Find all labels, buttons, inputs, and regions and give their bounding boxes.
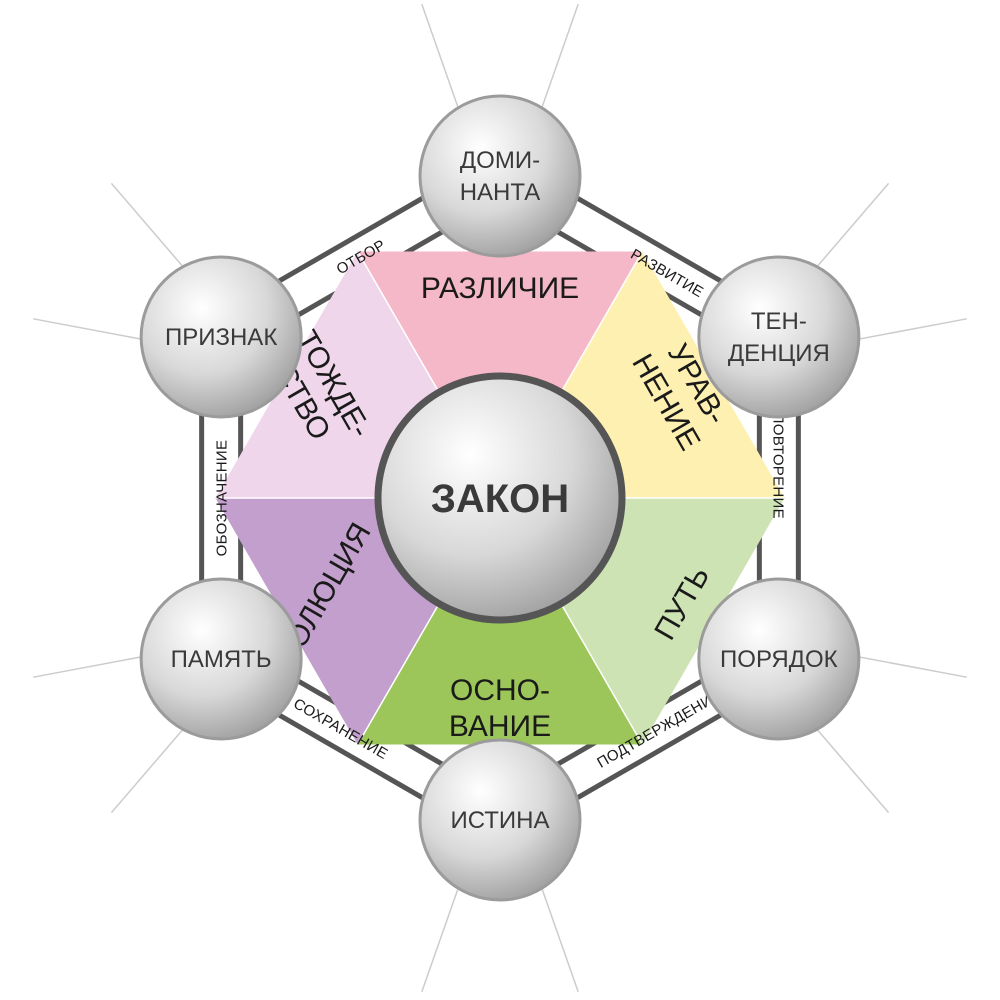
sector-label-bottom: ОСНО-ВАНИЕ [449,674,551,743]
sector-label-top: РАЗЛИЧИЕ [421,272,579,305]
vertex-nodes: ДОМИ-НАНТА ТЕН-ДЕНЦИЯ ПОРЯДОК ИСТИНА ПАМЯТЬ П… [139,94,861,902]
node-sphere [697,577,861,741]
node-sphere [418,738,582,902]
node-label-bottom: ИСТИНА [450,807,549,834]
node-label-upper-right: ТЕН-ДЕНЦИЯ [728,308,830,367]
node-bottom: ИСТИНА [418,738,582,902]
center-label: ЗАКОН [431,477,569,521]
node-lower-left: ПАМЯТЬ [139,577,303,741]
node-top: ДОМИ-НАНТА [418,94,582,258]
edge-label-lower-left-to-upper-left: ОБОЗНАЧЕНИЕ [214,440,231,557]
node-label-lower-right: ПОРЯДОК [720,646,838,673]
edge-label-upper-right-to-lower-right: ПОВТОРЕНИЕ [769,413,786,519]
node-upper-left: ПРИЗНАК [139,255,303,419]
node-label-upper-left: ПРИЗНАК [165,324,277,351]
node-sphere [139,255,303,419]
node-lower-right: ПОРЯДОК [697,577,861,741]
node-label-top: ДОМИ-НАНТА [460,147,541,206]
node-sphere [418,94,582,258]
center-node: ЗАКОН [374,372,626,624]
node-upper-right: ТЕН-ДЕНЦИЯ [697,255,861,419]
node-sphere [697,255,861,419]
node-sphere [139,577,303,741]
center-sphere [374,372,626,624]
node-label-lower-left: ПАМЯТЬ [171,646,272,673]
